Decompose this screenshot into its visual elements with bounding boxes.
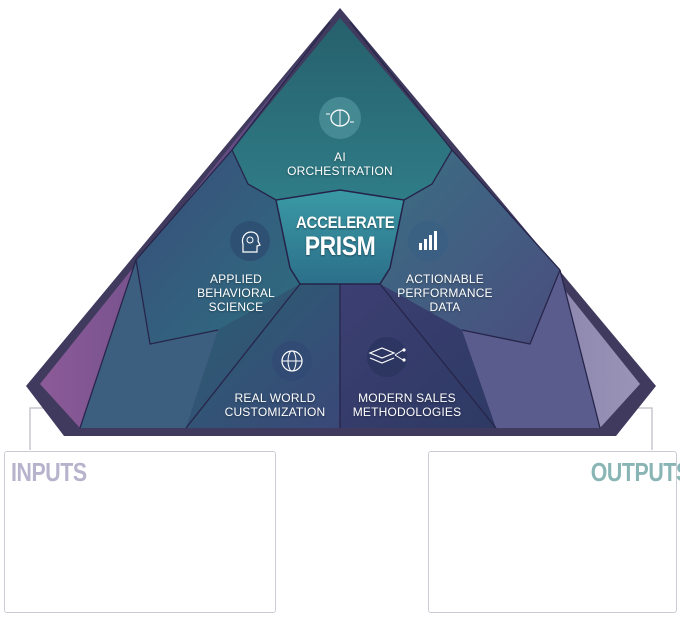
right-edge-facet	[350, 22, 640, 428]
outputs-panel: OUTPUTS	[428, 451, 680, 613]
center-title-line2: PRISM	[304, 231, 376, 261]
lower-right-facet	[340, 284, 496, 428]
icon-top	[319, 97, 361, 139]
lower-left-facet	[186, 284, 340, 428]
facet-label-modern-sales-methodologies: MODERN SALES METHODOLOGIES	[352, 391, 462, 419]
lower-right-outer-facet	[462, 270, 600, 428]
facet-label-actionable-performance-data: ACTIONABLE PERFORMANCE DATA	[397, 272, 493, 314]
facet-seams	[79, 21, 601, 429]
facet-label-real-world-customization: REAL WORLD CUSTOMIZATION	[224, 391, 326, 419]
lower-left-outer-facet	[80, 260, 218, 428]
left-middle-facet	[136, 150, 300, 344]
center-facet	[275, 189, 405, 285]
head-gear-icon	[230, 221, 270, 261]
layers-network-icon	[367, 337, 407, 377]
icon-bottom-right	[367, 337, 407, 377]
facet-label-ai-orchestration: AI ORCHESTRATION	[287, 150, 393, 178]
bar-chart-icon	[408, 221, 448, 261]
right-middle-facet	[380, 150, 560, 344]
inputs-title: INPUTS	[11, 457, 87, 487]
icon-left	[230, 221, 270, 261]
icon-bottom-left	[272, 341, 312, 381]
inputs-panel: INPUTS	[4, 451, 276, 613]
outputs-title: OUTPUTS	[590, 457, 680, 487]
icon-right	[408, 221, 448, 261]
facet-label-applied-behavioral-science: APPLIED BEHAVIORAL SCIENCE	[197, 272, 275, 314]
center-title-line1: ACCELERATE	[296, 213, 395, 232]
left-edge-facet	[40, 22, 330, 428]
